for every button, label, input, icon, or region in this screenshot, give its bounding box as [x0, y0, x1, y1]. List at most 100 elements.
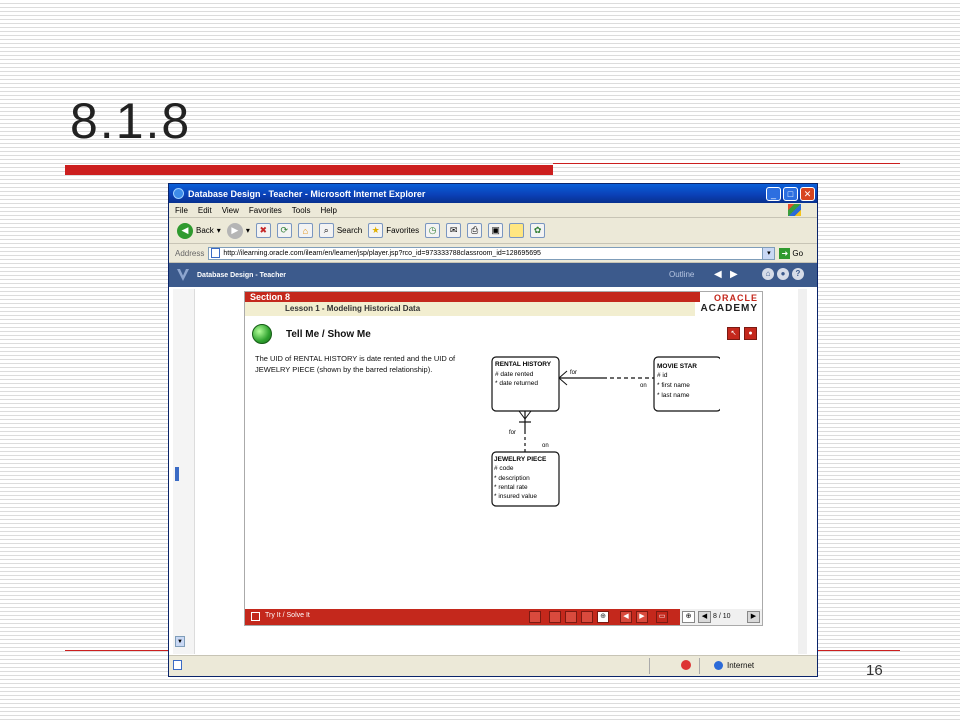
lock-icon[interactable]: ⊕ [597, 611, 609, 623]
messenger-icon: ✿ [530, 223, 546, 238]
discuss-button[interactable] [509, 223, 525, 238]
refresh-button[interactable]: ⟳ [276, 223, 292, 238]
oracle-wordmark: ORACLE [714, 293, 758, 303]
rental-history-name: RENTAL HISTORY [495, 361, 552, 368]
left-frame-scrollbar[interactable]: ▼ [173, 289, 195, 654]
page-counter: 8 / 10 [713, 613, 731, 620]
address-input[interactable]: http://ilearning.oracle.com/ilearn/en/le… [208, 246, 764, 260]
search-label: Search [336, 226, 363, 235]
favorites-label: Favorites [386, 226, 420, 235]
rel-label-on-1: on [640, 383, 647, 389]
entity-jewelry-piece: JEWELRY PIECE # code * description * ren… [491, 451, 560, 507]
close-button[interactable]: ✕ [800, 186, 815, 201]
menu-view[interactable]: View [221, 205, 239, 215]
history-button[interactable]: ◷ [425, 223, 441, 238]
stop-button[interactable]: ✖ [255, 223, 271, 238]
back-button[interactable]: ◀ Back ▾ [177, 222, 221, 239]
scroll-thumb[interactable] [175, 467, 179, 481]
jewelry-piece-attr-2: * description [494, 475, 530, 482]
edit-button[interactable]: ▣ [488, 223, 504, 238]
forward-button[interactable]: ▶ ▾ [226, 222, 250, 239]
stop-icon: ✖ [255, 223, 271, 238]
control-button-4[interactable] [581, 611, 593, 623]
address-dropdown-icon[interactable]: ▾ [763, 246, 776, 260]
jewelry-piece-attr-1: # code [494, 465, 514, 472]
pointer-button[interactable]: ↖ [727, 327, 740, 340]
maximize-button[interactable]: □ [783, 186, 798, 201]
jewelry-piece-attr-3: * rental rate [494, 484, 528, 491]
rel-label-for-1: for [570, 370, 577, 376]
menu-favorites[interactable]: Favorites [248, 205, 282, 215]
status-security-icon [681, 660, 691, 670]
jewelry-piece-name: JEWELRY PIECE [494, 456, 547, 463]
player-control-bar: Try It / Solve It ⊕ ◀ ▶ ▭ ⊕ ◀ 8 / 10 ▶ [245, 609, 762, 625]
academy-header: Database Design - Teacher Outline ◀ ▶ ⌂ … [169, 263, 817, 287]
star-icon: ★ [368, 223, 384, 238]
status-divider-2 [699, 658, 700, 674]
internet-zone-icon [714, 661, 723, 670]
movie-star-attr-3: * last name [657, 392, 690, 399]
print-button[interactable]: ⎙ [467, 223, 483, 238]
mail-button[interactable]: ✉ [446, 223, 462, 238]
menu-help[interactable]: Help [320, 205, 337, 215]
lesson-header: Section 8 Lesson 1 - Modeling Historical… [245, 292, 762, 318]
home-icon: ⌂ [297, 223, 313, 238]
page-navigator: ⊕ ◀ 8 / 10 ▶ [680, 609, 762, 625]
outline-link[interactable]: Outline [669, 270, 695, 279]
back-dropdown-icon[interactable]: ▾ [216, 226, 221, 235]
menu-tools[interactable]: Tools [291, 205, 311, 215]
search-button[interactable]: ⌕ Search [318, 223, 363, 238]
home-button[interactable]: ⌂ [297, 223, 313, 238]
slide-page-number: 16 [866, 662, 883, 679]
try-it-icon [251, 612, 260, 621]
try-it-link[interactable]: Try It / Solve It [265, 612, 310, 619]
rel-label-for-2: for [509, 430, 516, 436]
play-icon[interactable]: ▶ [636, 611, 648, 623]
control-button-1[interactable] [529, 611, 541, 623]
ie-app-icon [173, 188, 184, 199]
menu-bar: File Edit View Favorites Tools Help [169, 203, 817, 218]
rental-history-attr-1: # date rented [495, 371, 534, 378]
page-back-button[interactable]: ◀ [698, 611, 711, 623]
movie-star-name: MOVIE STAR [657, 363, 697, 370]
menu-file[interactable]: File [175, 205, 188, 215]
lock-page-icon[interactable]: ⊕ [682, 611, 695, 623]
title-underline-bar [65, 165, 553, 175]
mail-icon: ✉ [446, 223, 462, 238]
right-frame-scrollbar[interactable] [798, 289, 807, 654]
scroll-down-icon[interactable]: ▼ [175, 636, 185, 647]
tools-circle-icon[interactable]: ● [777, 268, 789, 280]
minimize-button[interactable]: _ [766, 186, 781, 201]
forward-dropdown-icon[interactable]: ▾ [245, 226, 250, 235]
apple-icon [252, 324, 272, 344]
menu-edit[interactable]: Edit [197, 205, 212, 215]
go-button[interactable]: ➜ Go [779, 247, 803, 259]
back-arrow-icon: ◀ [177, 222, 193, 239]
control-button-3[interactable] [565, 611, 577, 623]
address-label: Address [175, 248, 205, 258]
title-underline-line [553, 163, 900, 164]
refresh-icon: ⟳ [276, 223, 292, 238]
section-label: Section 8 [245, 292, 700, 302]
print-icon: ⎙ [467, 223, 483, 238]
movie-star-attr-2: * first name [657, 382, 690, 389]
status-page-icon [173, 660, 182, 670]
lesson-player: Section 8 Lesson 1 - Modeling Historical… [244, 291, 763, 626]
help-circle-icon[interactable]: ? [792, 268, 804, 280]
control-button-2[interactable] [549, 611, 561, 623]
internet-zone-label: Internet [727, 661, 755, 670]
entity-movie-star: MOVIE STAR # id * first name * last name [653, 356, 720, 412]
window-titlebar[interactable]: Database Design - Teacher - Microsoft In… [169, 184, 817, 203]
go-arrow-icon: ➜ [779, 247, 791, 259]
movie-star-attr-1: # id [657, 372, 668, 379]
previous-arrow-icon[interactable]: ◀ [714, 269, 722, 280]
course-title: Database Design - Teacher [197, 271, 286, 279]
record-button[interactable]: ● [744, 327, 757, 340]
home-circle-icon[interactable]: ⌂ [762, 268, 774, 280]
messenger-button[interactable]: ✿ [530, 223, 546, 238]
screen-icon[interactable]: ▭ [656, 611, 668, 623]
favorites-button[interactable]: ★ Favorites [368, 223, 419, 238]
next-arrow-icon[interactable]: ▶ [730, 269, 738, 280]
page-next-button[interactable]: ▶ [747, 611, 760, 623]
rewind-icon[interactable]: ◀ [620, 611, 632, 623]
